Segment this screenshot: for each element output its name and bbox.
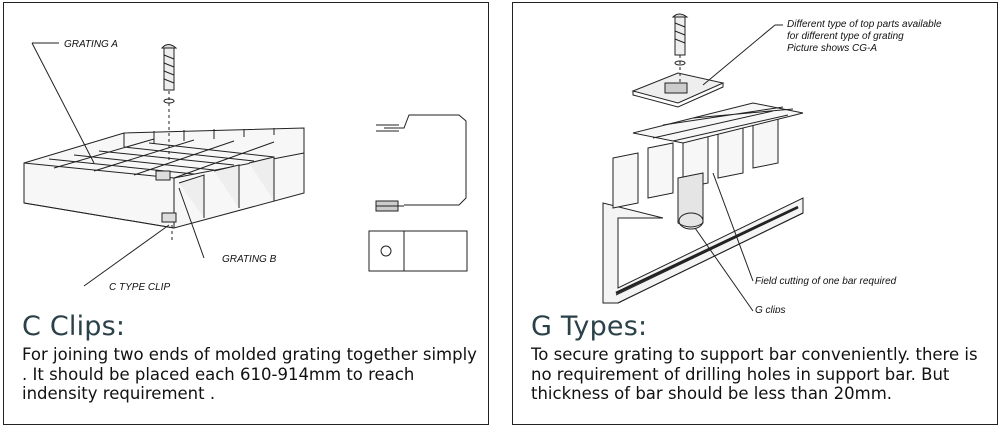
label-grating-a: GRATING A: [64, 39, 118, 50]
c-clips-panel: GRATING A GRATING B C TYPE CLIP C Clips:…: [3, 2, 489, 425]
top-plate: [631, 72, 725, 108]
c-clips-description: For joining two ends of molded grating t…: [22, 345, 477, 403]
support-bar: [602, 197, 804, 304]
leader-lines-right: [694, 24, 783, 312]
label-top-parts-2: for different type of grating: [787, 31, 904, 42]
g-types-title: G Types:: [531, 311, 648, 342]
c-clip-plan-view: [368, 230, 468, 272]
bolt-left: [160, 44, 178, 243]
grating-right: [612, 102, 804, 209]
label-top-parts-3: Picture shows CG-A: [787, 43, 877, 54]
label-field-cutting: Field cutting of one bar required: [755, 276, 897, 287]
c-clip-side-view: [375, 114, 467, 212]
c-clips-title: C Clips:: [22, 311, 126, 342]
c-clip-top: [155, 170, 177, 223]
g-types-panel: Different type of top parts available fo…: [512, 2, 998, 425]
label-grating-b: GRATING B: [222, 254, 277, 265]
c-clip-diagram: GRATING A GRATING B C TYPE CLIP: [23, 39, 468, 293]
g-clip-diagram: Different type of top parts available fo…: [602, 13, 942, 313]
label-top-parts-1: Different type of top parts available: [787, 19, 942, 30]
bolt-right: [671, 13, 689, 83]
g-clip: [677, 172, 704, 230]
label-c-type-clip: C TYPE CLIP: [109, 282, 170, 293]
label-g-clips: G clips: [755, 305, 786, 313]
leader-lines-left: [31, 42, 205, 287]
g-types-description: To secure grating to support bar conveni…: [531, 345, 978, 403]
